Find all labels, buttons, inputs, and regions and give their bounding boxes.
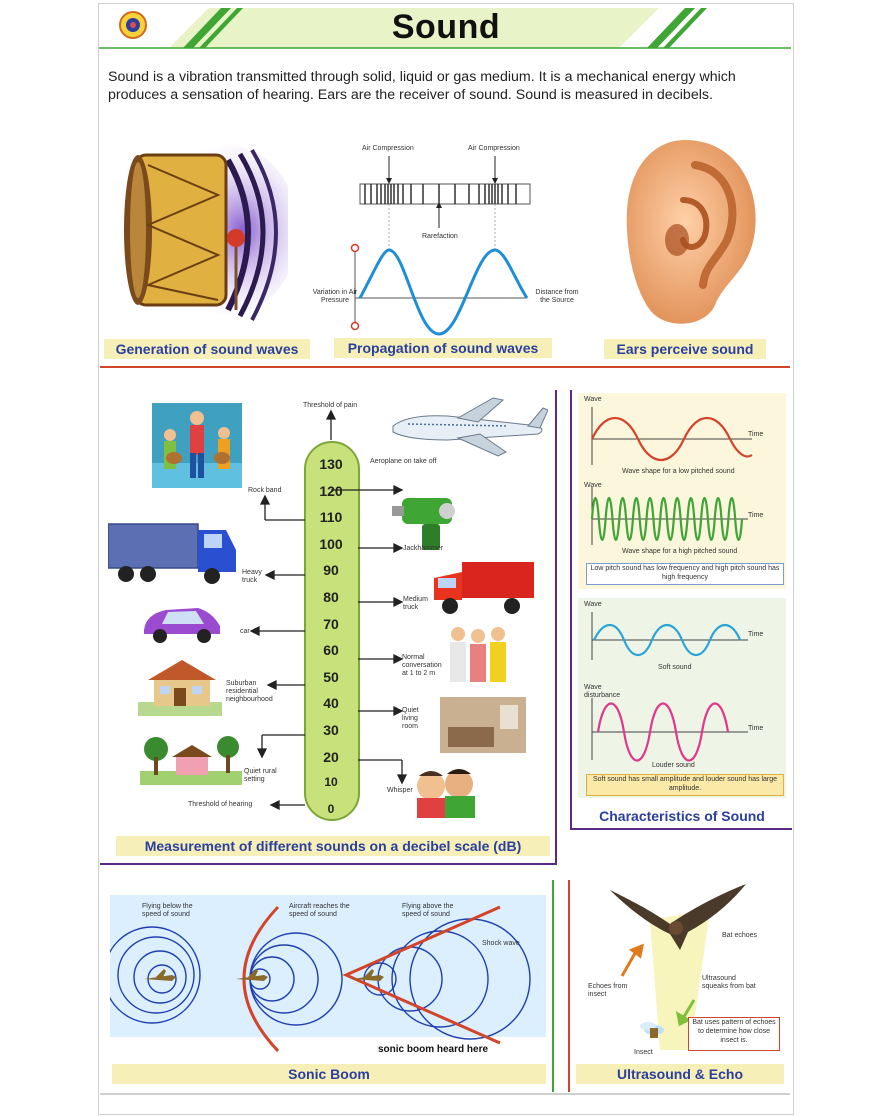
label-compression-left: Air Compression [362,145,414,152]
label-flying-below: Flying below the speed of sound [142,903,193,918]
label-wave-1: Wave [584,396,602,403]
label-rock-band: Rock band [248,487,282,494]
propagation-caption: Propagation of sound waves [334,338,552,358]
pitch-panel [578,393,786,589]
decibel-value: 10 [324,775,338,790]
label-heavy-truck: Heavy truck [242,569,262,584]
conversation-picture [450,627,506,682]
publisher-logo-icon [119,11,147,39]
label-louder: Louder sound [652,762,695,769]
rural-setting-picture [140,736,242,785]
propagation-diagram [350,156,531,336]
decibel-value: 120 [319,482,343,499]
label-x-axis: Distance from the Source [535,289,579,304]
medium-truck-picture [434,562,534,614]
label-soft: Soft sound [658,664,692,671]
label-y-axis: Variation in Air Pressure [312,289,358,304]
aeroplane-picture [392,397,548,457]
amplitude-note: Soft sound has small amplitude and loude… [586,774,784,796]
bat-note: Bat uses pattern of echoes to determine … [688,1017,780,1051]
characteristics-caption: Characteristics of Sound [584,806,780,826]
label-bat-echoes: Bat echoes [722,932,758,939]
label-suburban: Suburban residential neighbourhood [226,680,273,703]
rock-band-picture [152,403,242,488]
divider-char-left [570,390,572,830]
label-shock-wave: Shock wave [482,940,520,947]
decibel-value: 20 [323,748,339,765]
decibel-value: 50 [323,668,339,685]
label-aeroplane: Aeroplane on take off [370,458,437,465]
label-rarefaction: Rarefaction [422,233,458,240]
decibel-arrows [249,409,408,811]
ear-illustration [626,140,756,324]
generation-caption: Generation of sound waves [104,339,310,359]
pitch-note: Low pitch sound has low frequency and hi… [586,563,784,585]
decibel-value: 0 [327,801,335,816]
divider-char-bottom [570,828,792,830]
decibel-value: 130 [319,456,343,472]
bat-echo-diagram [610,884,746,1050]
ultrasound-caption: Ultrasound & Echo [576,1064,784,1084]
decibel-value: 40 [323,695,339,712]
decibel-value: 60 [323,642,339,659]
divider-top [100,366,790,368]
divider-sonic-right [552,880,554,1092]
suburban-house-picture [138,660,222,716]
living-room-picture [440,697,526,753]
decibel-value: 110 [319,509,343,526]
label-high-pitch: Wave shape for a high pitched sound [622,548,738,555]
drum-illustration [124,145,288,321]
label-car: car [240,628,250,635]
label-insect: Insect [634,1049,653,1056]
label-time-2: Time [748,512,764,519]
label-threshold-pain: Threshold of pain [303,402,358,409]
label-whisper: Whisper [387,787,413,794]
label-threshold-hearing: Threshold of hearing [188,801,253,808]
decibel-value: 30 [323,722,339,738]
whisper-picture [417,769,475,818]
label-time-4: Time [748,725,764,732]
label-wave-3: Wave [584,601,602,608]
label-jackhammer: Jackhammer [403,545,444,552]
label-time-3: Time [748,631,764,638]
heavy-truck-picture [108,523,236,584]
label-medium-truck: Medium truck [403,596,428,611]
label-normal-conversation: Normal conversation at 1 to 2 m [402,654,442,677]
label-low-pitch: Wave shape for a low pitched sound [622,468,735,475]
jackhammer-picture [392,498,455,550]
divider-ultra-left [568,880,570,1092]
divider-decibel-right [555,390,557,865]
label-flying-above: Flying above the speed of sound [402,903,454,918]
label-compression-right: Air Compression [468,145,520,152]
divider-decibel-bottom [100,863,557,865]
title-band [99,4,791,50]
divider-footer [100,1093,790,1095]
sonic-caption: Sonic Boom [112,1064,546,1084]
label-squeaks: Ultrasound squeaks from bat [702,975,756,990]
label-wave-2: Wave [584,482,602,489]
amplitude-panel [578,598,786,798]
decibel-value: 80 [323,589,339,605]
car-picture [144,608,220,643]
intro-text: Sound is a vibration transmitted through… [108,69,736,103]
label-wave-disturbance: Wave disturbance [584,684,621,699]
decibel-value: 100 [319,535,343,552]
decibel-value: 70 [323,615,339,632]
label-quiet-rural: Quiet rural setting [244,768,277,783]
label-echoes-insect: Echoes from insect [588,983,628,998]
decibel-caption: Measurement of different sounds on a dec… [116,836,550,856]
label-aircraft-reaches: Aircraft reaches the speed of sound [289,903,350,918]
pitch-waves [590,407,753,545]
decibel-value: 90 [323,562,339,579]
label-sonic-heard: sonic boom heard here [378,1044,489,1055]
page-title: Sound [391,8,501,46]
label-quiet-living: Quiet living room [402,707,419,730]
sonic-boom-diagram [110,905,531,1053]
ears-caption: Ears perceive sound [604,339,766,359]
label-time-1: Time [748,431,764,438]
amplitude-waves [591,612,748,762]
